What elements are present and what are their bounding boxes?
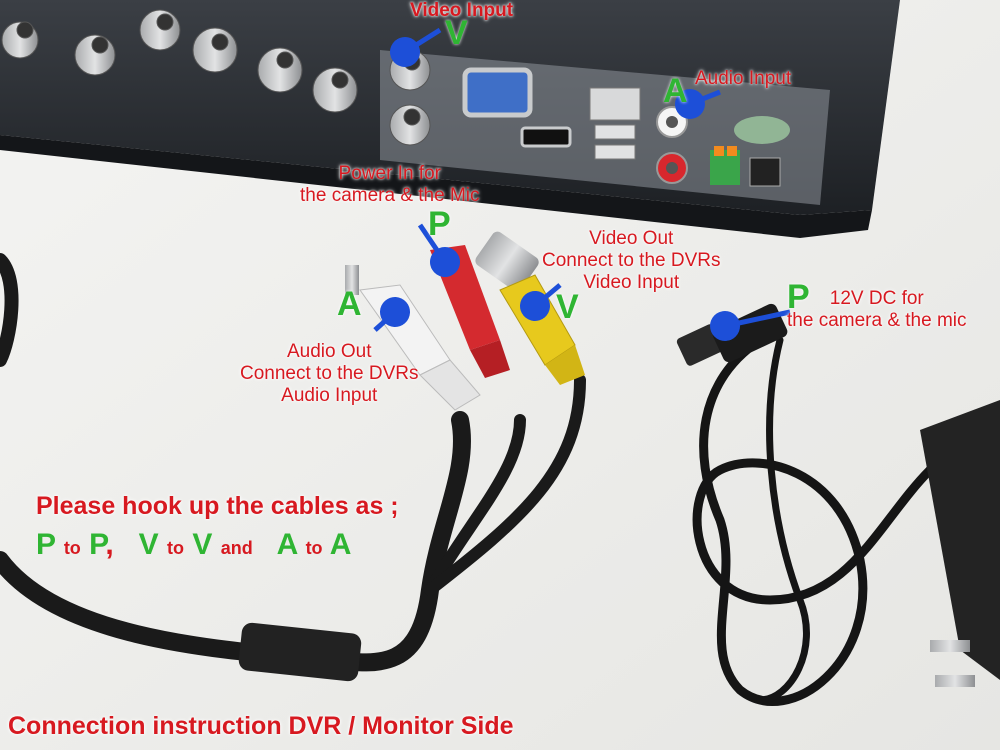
sticker — [734, 116, 790, 144]
bnc-connectors — [1, 9, 431, 146]
hookup-to2: to — [167, 538, 185, 558]
label-power-in: Power In for the camera & the Mic — [300, 163, 480, 207]
power-in-line-2: the camera & the Mic — [300, 184, 480, 206]
power-in-line-1: Power In for — [338, 163, 441, 184]
letter-a-audio-plug: A — [337, 285, 362, 323]
hookup-v1: V — [138, 528, 159, 561]
lan-port — [589, 87, 641, 121]
label-audio-out: Audio Out Connect to the DVRs Audio Inpu… — [240, 341, 418, 407]
hookup-to1: to — [63, 538, 81, 558]
wall-adapter — [920, 400, 1000, 687]
hookup-a2: A — [329, 528, 352, 561]
label-audio-input-top: Audio Input — [695, 68, 792, 89]
video-out-line-1: Video Out — [589, 228, 674, 249]
hookup-instruction-line-1: Please hook up the cables as ; — [36, 492, 399, 520]
hookup-and: and — [220, 538, 253, 558]
dc-line-1: 12V DC for — [829, 288, 924, 309]
audio-out-line-1: Audio Out — [286, 341, 372, 362]
letter-v-video-plug: V — [556, 288, 579, 326]
hookup-a1: A — [276, 528, 298, 561]
arrow-video-out — [520, 283, 562, 321]
hookup-instruction-line-2: P to P, V to V and A to A — [36, 528, 351, 562]
arrow-audio-input-top — [675, 89, 721, 119]
cables — [0, 253, 1000, 706]
hookup-v2: V — [192, 528, 213, 561]
hdmi-port — [520, 126, 572, 148]
hookup-p1: P — [36, 528, 56, 561]
dvr-unit — [0, 0, 900, 238]
arrow-video-input-top — [390, 27, 442, 67]
arrow-audio-out — [373, 297, 410, 332]
label-12v-dc: 12V DC for the camera & the mic — [787, 288, 967, 332]
letter-p-adapter: P — [787, 278, 810, 316]
video-out-line-3: Video Input — [583, 271, 680, 293]
audio-out-line-3: Audio Input — [281, 384, 378, 406]
usb-port-1 — [594, 124, 636, 140]
usb-port-2 — [594, 144, 636, 160]
vga-port — [462, 67, 533, 118]
dc-jack — [749, 157, 781, 187]
arrow-dc — [710, 309, 791, 341]
cable-sleeve — [238, 622, 362, 682]
audio-out-line-2: Connect to the DVRs — [240, 362, 419, 384]
letter-v-video-input: V — [445, 14, 468, 52]
hookup-to3: to — [305, 538, 323, 558]
footer-caption: Connection instruction DVR / Monitor Sid… — [8, 712, 514, 740]
label-video-input-top: Video Input — [410, 0, 514, 21]
hookup-comma: , — [105, 528, 114, 561]
pointer-arrows — [373, 27, 791, 341]
label-video-out: Video Out Connect to the DVRs Video Inpu… — [542, 228, 720, 294]
dc-line-2: the camera & the mic — [787, 309, 967, 331]
arrow-power-in — [417, 223, 460, 277]
letter-a-audio-input: A — [663, 72, 688, 110]
hookup-p2: P — [89, 528, 106, 561]
video-out-line-2: Connect to the DVRs — [542, 249, 721, 271]
letter-p-power-plug: P — [428, 205, 451, 243]
